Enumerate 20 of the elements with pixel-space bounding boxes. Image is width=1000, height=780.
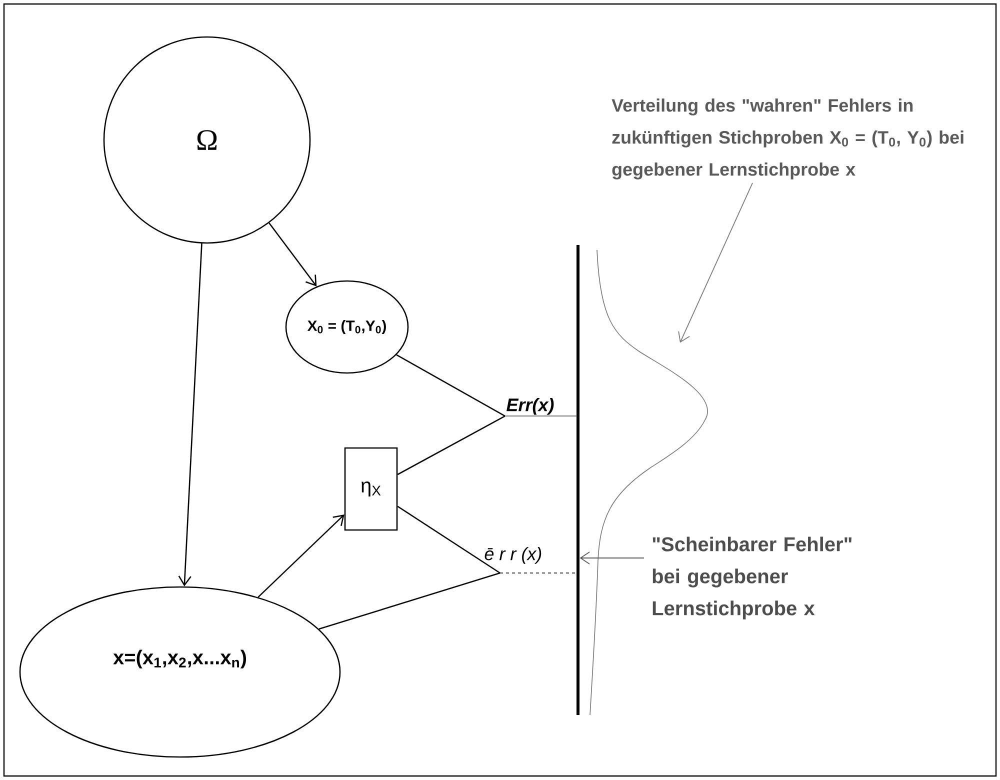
arrow	[678, 182, 753, 343]
ellipse-node: X$_{0}$ = (T$_{0}$,Y$_{0}$)	[285, 280, 409, 374]
process-box: η$_{X}$	[344, 447, 398, 531]
circle-node: Ω	[103, 36, 311, 244]
connector-line	[397, 506, 500, 574]
connector-line	[396, 354, 506, 417]
annotation-text: Verteilung des "wahren" Fehlers in zukünftigen Stichproben X$_{0}$ = (T$_{0}$, Y$_{0}$) bei gegebener Lernstichprobe x	[612, 98, 964, 180]
edge-label: Err(x)	[506, 398, 554, 415]
arrow	[268, 222, 317, 286]
connector-line	[397, 415, 506, 476]
vertical-axis	[576, 245, 580, 715]
connector-line	[500, 572, 577, 574]
connector-line	[318, 572, 500, 630]
arrow	[580, 552, 644, 564]
annotation-text: "Scheinbarer Fehler" bei gegebener Lernstichprobe x	[652, 536, 852, 620]
arrow	[258, 514, 344, 598]
edge-label: ē r r (x)	[484, 547, 542, 564]
ellipse-node: x=(x$_{1}$,x$_{2}$,x...x$_{n}$)	[19, 586, 341, 758]
arrow	[178, 243, 202, 586]
distribution-curve	[640, 352, 708, 468]
